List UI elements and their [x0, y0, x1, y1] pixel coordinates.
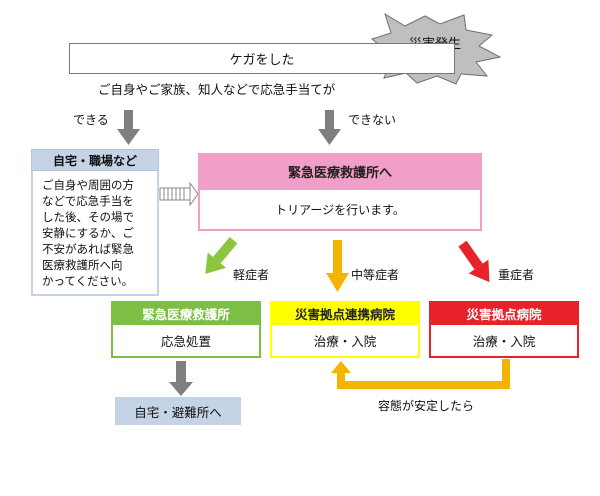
- arrow-severe: [458, 240, 490, 283]
- emergency-post-body: トリアージを行います。: [198, 190, 482, 231]
- transfer-label: 容態が安定したら: [378, 399, 475, 413]
- branch-cannot-label: できない: [348, 113, 397, 127]
- arrow-transfer: [331, 359, 510, 389]
- arrow-to-shelter: [169, 361, 193, 396]
- emergency-post-title: 緊急医療救護所へ: [198, 153, 482, 190]
- arrow-home-to-post: [159, 181, 199, 207]
- arrow-cannot: [318, 110, 341, 145]
- arrow-moderate: [326, 240, 349, 292]
- shelter-box: 自宅・避難所へ: [115, 397, 241, 425]
- severity-mild-label: 軽症者: [233, 268, 270, 282]
- facility-first-aid-post-body: 応急処置: [111, 325, 261, 358]
- question-text: ご自身やご家族、知人などで応急手当てが: [98, 82, 336, 97]
- facility-base-hospital-title: 災害拠点病院: [429, 301, 579, 325]
- severity-moderate-label: 中等症者: [351, 268, 400, 282]
- facility-partner-hospital-body: 治療・入院: [270, 325, 420, 358]
- arrow-can-do: [117, 110, 140, 145]
- severity-severe-label: 重症者: [498, 268, 535, 282]
- home-box-title: 自宅・職場など: [31, 149, 159, 171]
- facility-partner-hospital-title: 災害拠点連携病院: [270, 301, 420, 325]
- facility-base-hospital-body: 治療・入院: [429, 325, 579, 358]
- arrow-mild: [205, 236, 238, 274]
- home-box-body: ご自身や周囲の方 などで応急手当を した後、その場で 安静にするか、ご 不安があ…: [31, 171, 159, 296]
- branch-can-label: できる: [73, 113, 109, 127]
- injury-box: ケガをした: [69, 43, 455, 74]
- facility-first-aid-post-title: 緊急医療救護所: [111, 301, 261, 325]
